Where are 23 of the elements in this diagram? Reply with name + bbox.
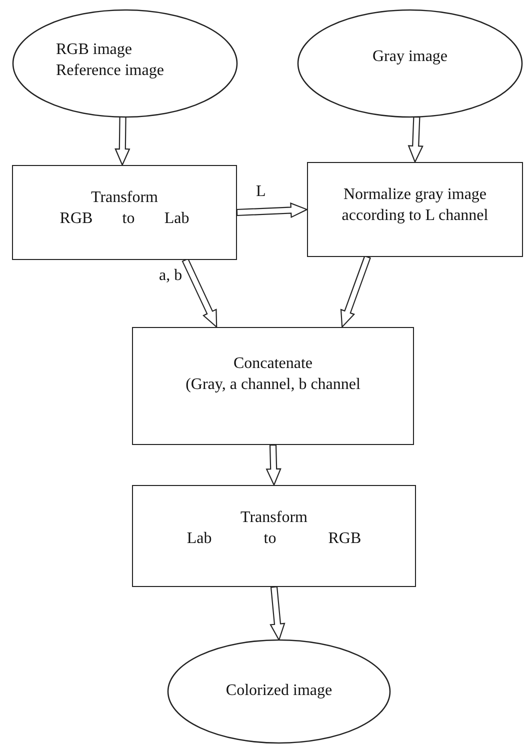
node-text: Gray image [372, 47, 448, 68]
node-text: RGB image [56, 40, 132, 60]
hollow-arrow [236, 202, 308, 218]
hollow-arrow [270, 586, 286, 642]
process-box [12, 165, 237, 260]
hollow-arrow [408, 116, 424, 164]
process-box [132, 327, 414, 445]
hollow-arrow [182, 258, 218, 328]
node-text: (Gray, a channel, b channel [186, 375, 360, 395]
node-text: Normalize gray image according to L channel [340, 184, 490, 226]
hollow-arrow [266, 444, 282, 486]
node-text: Transform [91, 188, 158, 208]
node-text: Lab to RGB [186, 529, 362, 549]
process-box [307, 162, 523, 257]
node-text: Colorized image [226, 681, 332, 702]
node-text: Transform [240, 508, 308, 528]
edge-label: a, b [158, 268, 184, 284]
process-box [132, 485, 416, 587]
node-text: RGB to Lab [60, 208, 190, 228]
node-text: Reference image [56, 60, 164, 80]
node-text: Concatenate [233, 354, 313, 374]
hollow-arrow [340, 255, 371, 328]
hollow-arrow [114, 116, 130, 166]
